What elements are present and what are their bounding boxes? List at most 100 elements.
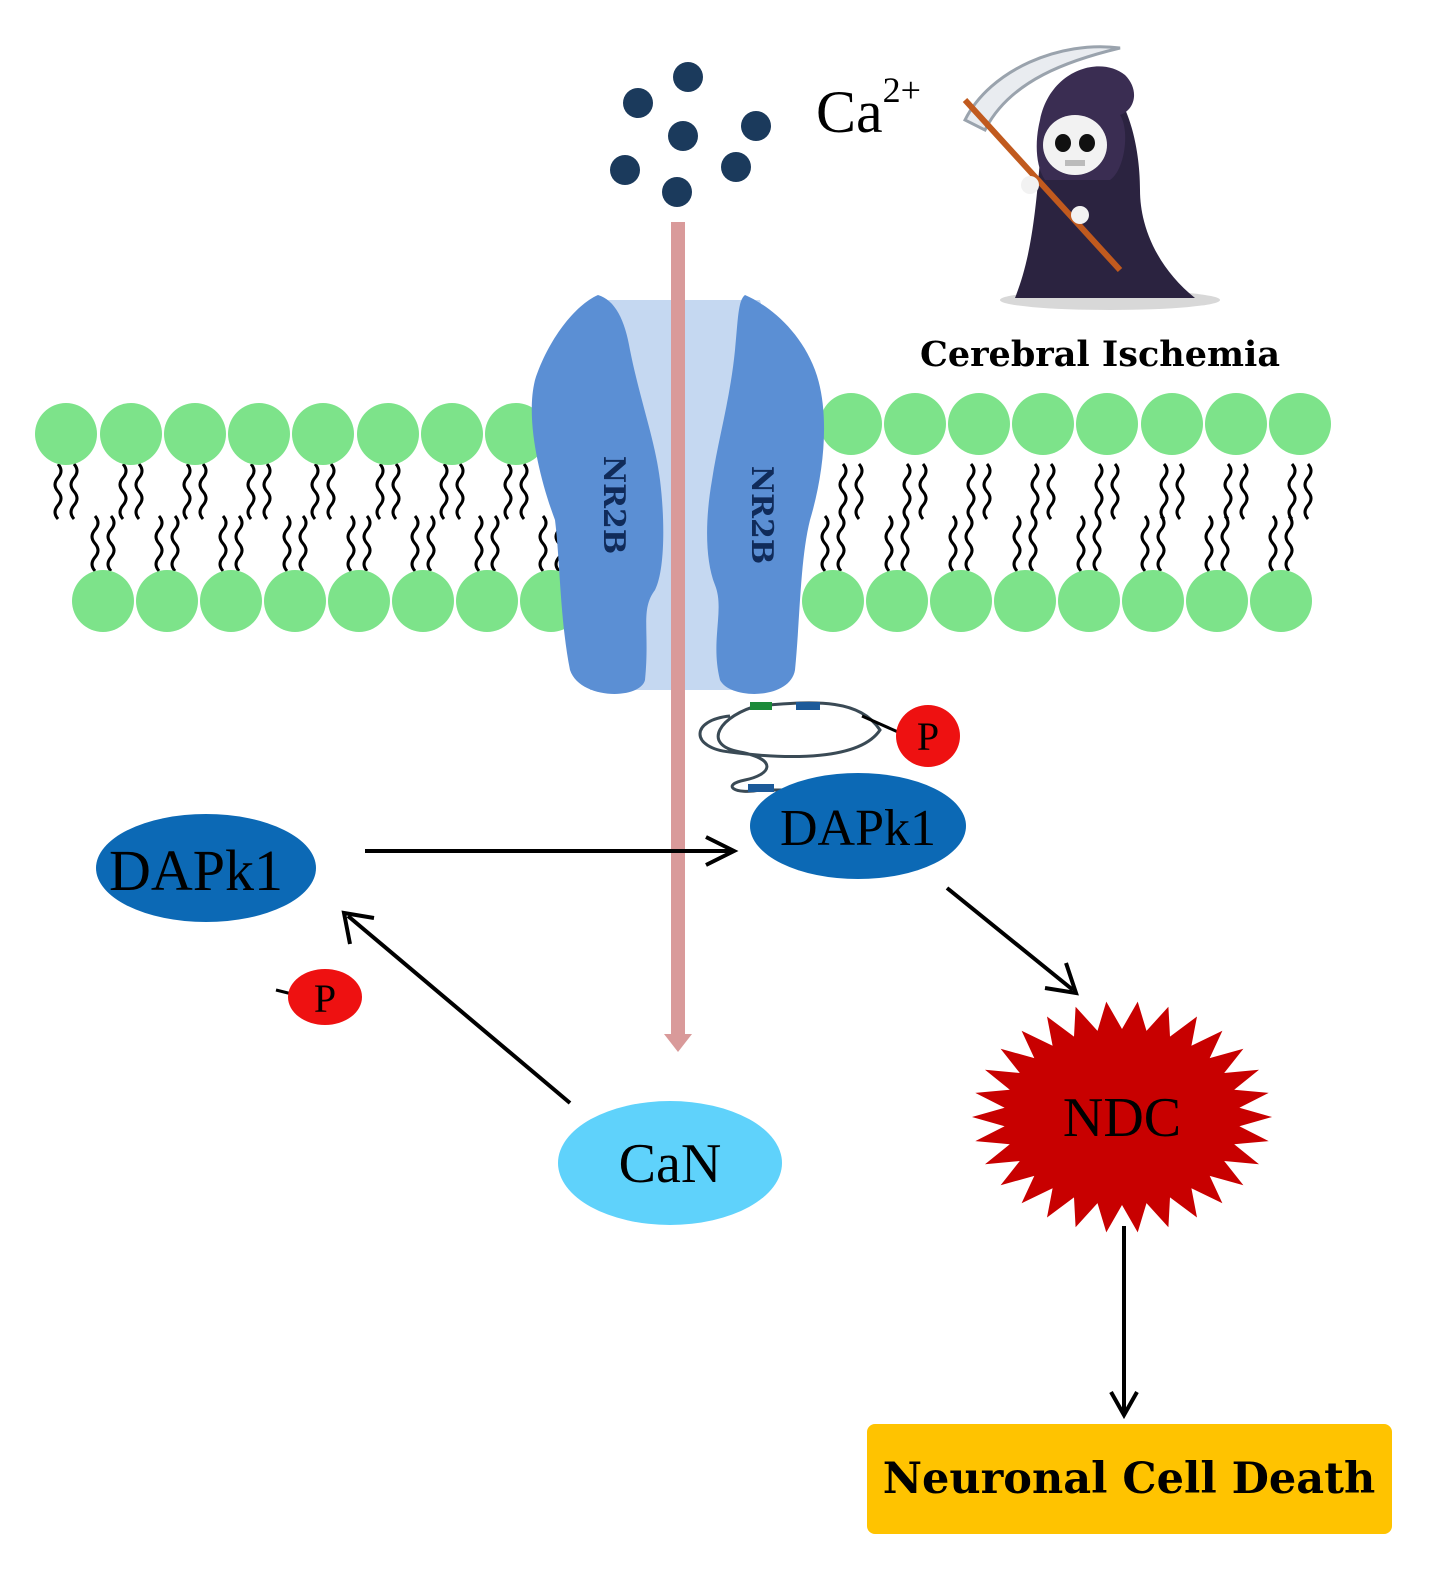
lipid-tail	[1268, 515, 1278, 572]
calcium-ion-charge: 2+	[883, 70, 921, 110]
arrowhead-can-to-dapk1	[341, 910, 375, 945]
lipid-tail	[519, 463, 529, 520]
lipid-head	[802, 570, 864, 632]
lipid-head	[1250, 570, 1312, 632]
lipid-tail	[902, 463, 912, 520]
lipid-top	[310, 463, 336, 520]
lipid-bottom	[1204, 515, 1230, 572]
lipid-tail	[234, 515, 244, 572]
lipid-top	[503, 463, 529, 520]
lipid-tail	[1159, 463, 1169, 520]
lipid-bottom	[282, 515, 308, 572]
lipid-tail	[918, 463, 928, 520]
lipid-top	[966, 463, 992, 520]
lipid-tail	[182, 463, 192, 520]
lipid-tail	[170, 515, 180, 572]
lipid-tail	[410, 515, 420, 572]
lipid-head	[136, 570, 198, 632]
lipid-top	[375, 463, 401, 520]
lipid-tail	[1223, 463, 1233, 520]
lipid-tail	[426, 515, 436, 572]
lipid-bottom	[346, 515, 372, 572]
lipid-tail	[854, 463, 864, 520]
lipid-top	[53, 463, 79, 520]
nr2b-left-label: NR2B	[596, 456, 631, 555]
lipid-tail	[1028, 515, 1038, 572]
lipid-tail	[490, 515, 500, 572]
lipid-tail	[298, 515, 308, 572]
lipid-tail	[838, 463, 848, 520]
lipid-bottom	[154, 515, 180, 572]
calcium-ion	[610, 155, 640, 185]
calcium-ion	[721, 152, 751, 182]
receptor-subunit-right	[707, 295, 825, 694]
lipid-tail	[474, 515, 484, 572]
lipid-tail	[1287, 463, 1297, 520]
lipid-tail	[118, 463, 128, 520]
dapk1-free-label: DAPk1	[109, 838, 283, 903]
lipid-tail	[1076, 515, 1086, 572]
lipid-tail	[1220, 515, 1230, 572]
lipid-top	[118, 463, 144, 520]
nr2b-right-label: NR2B	[744, 466, 779, 565]
calcium-ions	[610, 62, 771, 207]
lipid-head	[1141, 393, 1203, 455]
lipid-tail	[1110, 463, 1120, 520]
lipid-bottom	[474, 515, 500, 572]
lipid-head	[1122, 570, 1184, 632]
lipid-head	[421, 403, 483, 465]
lipid-tail	[154, 515, 164, 572]
arrow-dapk1-to-ndc	[945, 886, 1075, 992]
lipid-tail	[310, 463, 320, 520]
lipid-tail	[198, 463, 208, 520]
lipid-head	[1076, 393, 1138, 455]
lipid-top	[1094, 463, 1120, 520]
lipid-tail	[1030, 463, 1040, 520]
lipid-head	[1012, 393, 1074, 455]
lipid-tail	[326, 463, 336, 520]
calcium-ion	[662, 177, 692, 207]
lipid-head	[328, 570, 390, 632]
lipid-tail	[262, 463, 272, 520]
arrowhead-dapk1-to-ndc	[1044, 962, 1079, 996]
outcome-box: Neuronal Cell Death	[867, 1424, 1392, 1534]
lipid-tail	[90, 515, 100, 572]
ndc-label: NDC	[1063, 1087, 1181, 1149]
lipid-tail	[1140, 515, 1150, 572]
lipid-bottom	[1076, 515, 1102, 572]
lipid-tail	[1284, 515, 1294, 572]
lipid-tail	[391, 463, 401, 520]
lipid-tail	[282, 515, 292, 572]
lipid-top	[439, 463, 465, 520]
lipid-head	[392, 570, 454, 632]
lipid-bottom	[820, 515, 846, 572]
arrow-can-to-dapk1	[346, 914, 572, 1105]
lipid-tail	[964, 515, 974, 572]
can-label: CaN	[619, 1133, 722, 1195]
lipid-tail	[1156, 515, 1166, 572]
lipid-tail	[1012, 515, 1022, 572]
lipid-top	[838, 463, 864, 520]
lipid-tail	[346, 515, 356, 572]
lipid-bottom	[884, 515, 910, 572]
lipid-tail	[1094, 463, 1104, 520]
lipid-top	[1030, 463, 1056, 520]
lipid-tail	[439, 463, 449, 520]
lipid-bottom	[218, 515, 244, 572]
lipid-tail	[1175, 463, 1185, 520]
arrowhead-dapk1-to-receptor	[705, 835, 739, 867]
lipid-head	[884, 393, 946, 455]
phospho-group-bound: P	[896, 705, 960, 767]
lipid-tail	[455, 463, 465, 520]
lipid-tail	[836, 515, 846, 572]
lipid-top	[1223, 463, 1249, 520]
lipid-tail	[538, 515, 548, 572]
lipid-tail	[106, 515, 116, 572]
lipid-tail	[884, 515, 894, 572]
lipid-head	[456, 570, 518, 632]
lipid-head	[485, 403, 547, 465]
lipid-tail	[1204, 515, 1214, 572]
lipid-top	[182, 463, 208, 520]
phospho-group-released: P	[275, 969, 362, 1025]
